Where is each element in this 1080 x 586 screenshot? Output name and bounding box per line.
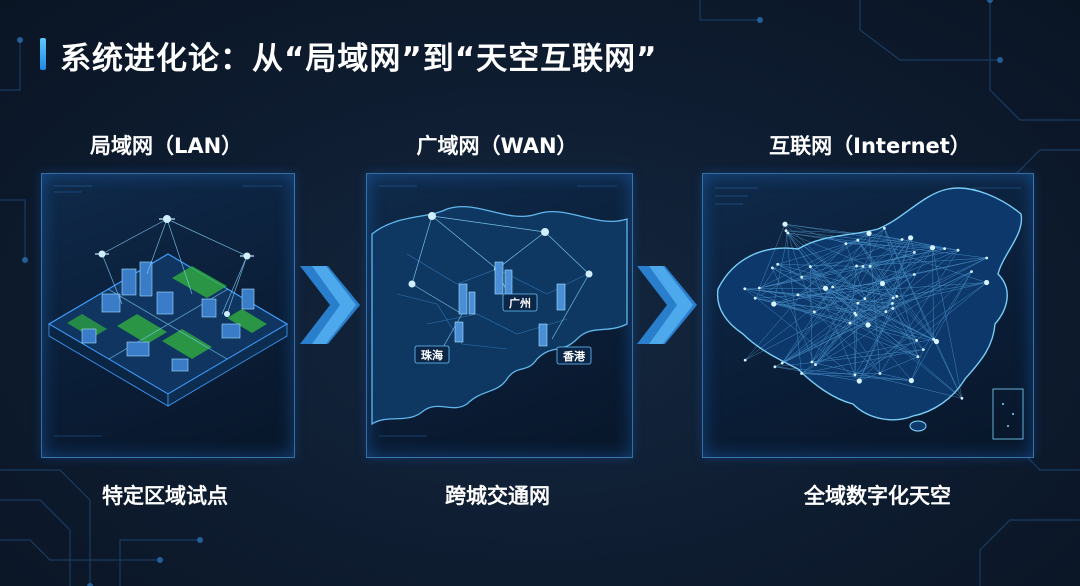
network-node [823,286,828,291]
network-node [781,362,784,365]
network-node [758,287,761,290]
network-node [800,372,803,375]
network-node [908,235,913,240]
stage-caption-wan: 跨城交通网 [420,480,575,510]
network-node [957,249,960,252]
network-node [943,247,946,250]
wan-map-illustration: 广州 珠海 香港 [367,174,632,457]
network-node [782,222,787,227]
network-node [866,322,871,327]
network-node [862,265,865,268]
network-node [849,322,852,325]
network-node [857,378,862,383]
network-node [930,245,935,250]
network-node [880,281,885,286]
network-node [883,227,886,230]
map-label-zhuhai: 珠海 [421,348,443,362]
network-node [891,302,894,305]
network-node [866,231,871,236]
lan-city-illustration [42,174,294,457]
network-node [879,372,882,375]
network-node [891,307,894,310]
network-node [864,297,867,300]
network-node [771,301,776,306]
network-node [869,265,872,268]
network-node [774,365,777,368]
title-accent-bar [40,38,46,70]
network-node [961,397,964,400]
stage-title-internet: 互联网（Internet） [765,130,975,160]
network-node [913,251,916,254]
network-node [857,302,860,305]
network-node [754,297,757,300]
network-node [985,257,988,260]
network-node [814,363,817,366]
stage-title-lan: 局域网（LAN） [90,130,240,160]
map-label-guangzhou: 广州 [509,296,531,310]
network-node [885,310,888,313]
network-node [853,312,856,315]
network-node [855,265,858,268]
network-node [970,270,973,273]
network-node [809,265,812,268]
network-node [744,359,747,362]
network-node [787,232,790,235]
network-node [743,287,746,290]
network-node [771,267,774,270]
network-node [797,293,800,296]
network-node [800,276,803,279]
internet-panel [702,173,1034,458]
network-node [917,355,920,358]
lan-panel [41,173,295,458]
network-node [895,295,898,298]
network-node [854,374,857,377]
china-network-map [703,174,1033,457]
page-title: 系统进化论：从“局域网”到“天空互联网” [60,33,658,78]
network-node [776,263,779,266]
network-node [813,311,816,314]
network-node [913,273,916,276]
network-node [785,229,788,232]
arrow-right-icon [635,262,701,348]
network-node [811,361,814,364]
stage-title-wan: 广域网（WAN） [412,130,582,160]
network-node [984,280,989,285]
stage-caption-lan: 特定区域试点 [90,480,240,510]
network-node [909,378,914,383]
map-label-hongkong: 香港 [562,349,586,363]
stage-caption-internet: 全域数字化天空 [790,480,965,510]
wan-panel: 广州 珠海 香港 [366,173,633,458]
network-node [901,238,904,241]
network-node [922,348,925,351]
network-node [892,297,895,300]
network-node [856,239,859,242]
network-node [831,286,834,289]
network-node [915,339,918,342]
network-node [932,338,935,341]
arrow-right-icon [298,262,364,348]
network-node [845,242,848,245]
